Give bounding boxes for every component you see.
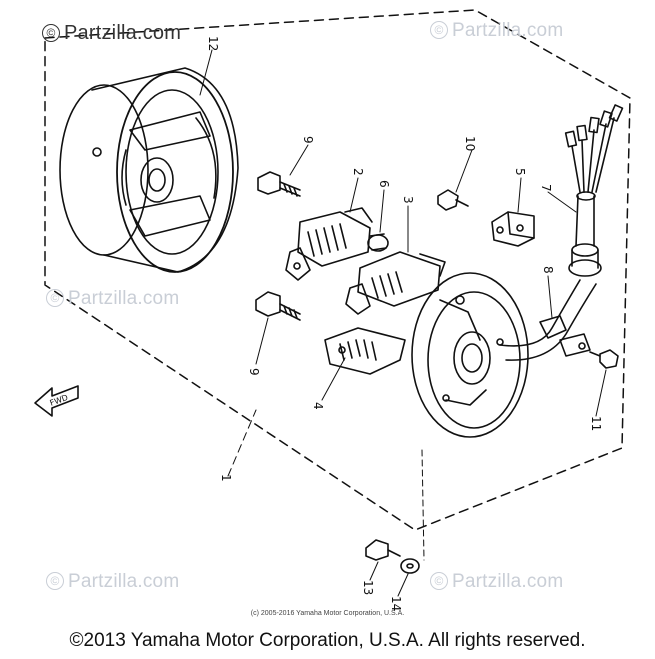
exploded-parts-diagram: 12 9 2 6 3 10 5 7 8 9 4 11 1 13 14 FWD: [34, 9, 631, 611]
diagram-copyright: (c) 2005-2016 Yamaha Motor Corporation, …: [250, 610, 405, 617]
callout-12: 12: [206, 36, 220, 51]
watermark-text: Partzilla.com: [68, 571, 180, 592]
stator-base-plate: [411, 272, 529, 438]
block-5: [491, 211, 535, 247]
watermark: ©Partzilla.com: [42, 22, 181, 45]
watermark-text: Partzilla.com: [64, 22, 182, 44]
watermark: ©Partzilla.com: [46, 288, 179, 310]
copyright-icon: ©: [42, 24, 60, 42]
watermark-text: Partzilla.com: [452, 571, 564, 592]
callout-1: 1: [219, 474, 233, 482]
callout-7: 7: [539, 184, 553, 192]
watermark: ©Partzilla.com: [46, 571, 179, 593]
callout-4: 4: [311, 402, 325, 410]
bolt-lower: [255, 291, 301, 321]
watermark-text: Partzilla.com: [68, 288, 180, 309]
screw-10: [437, 189, 469, 211]
clamp-8: [539, 315, 591, 357]
callout-9-lower: 9: [247, 368, 261, 376]
flywheel-rotor: [59, 67, 239, 273]
copyright-icon: ©: [46, 289, 64, 307]
callout-9-upper: 9: [301, 136, 315, 144]
callout-11: 11: [589, 416, 603, 431]
callout-5: 5: [513, 168, 527, 176]
callout-3: 3: [401, 196, 415, 204]
callout-10: 10: [463, 136, 477, 151]
callout-14: 14: [389, 596, 403, 611]
collar-6: [367, 233, 389, 252]
fwd-arrow: [34, 385, 79, 417]
wire-harness: [499, 104, 624, 361]
footer-copyright: ©2013 Yamaha Motor Corporation, U.S.A. A…: [69, 630, 586, 651]
pickup-coil-2: [285, 207, 373, 281]
coil-4: [324, 327, 406, 375]
copyright-icon: ©: [430, 21, 448, 39]
watermark-text: Partzilla.com: [452, 20, 564, 41]
washer-14: [400, 558, 420, 574]
screw-11: [589, 349, 619, 369]
callout-2: 2: [351, 168, 365, 176]
callout-6: 6: [377, 180, 391, 188]
screw-13: [365, 539, 401, 561]
copyright-icon: ©: [430, 572, 448, 590]
watermark: ©Partzilla.com: [430, 20, 563, 42]
watermark: ©Partzilla.com: [430, 571, 563, 593]
callout-8: 8: [541, 266, 555, 274]
charge-coil-3: [345, 251, 446, 315]
copyright-icon: ©: [46, 572, 64, 590]
bolt-upper: [257, 171, 301, 197]
assembly-boundary: [44, 9, 631, 531]
callout-13: 13: [361, 580, 375, 595]
leader-lines: [199, 49, 607, 597]
